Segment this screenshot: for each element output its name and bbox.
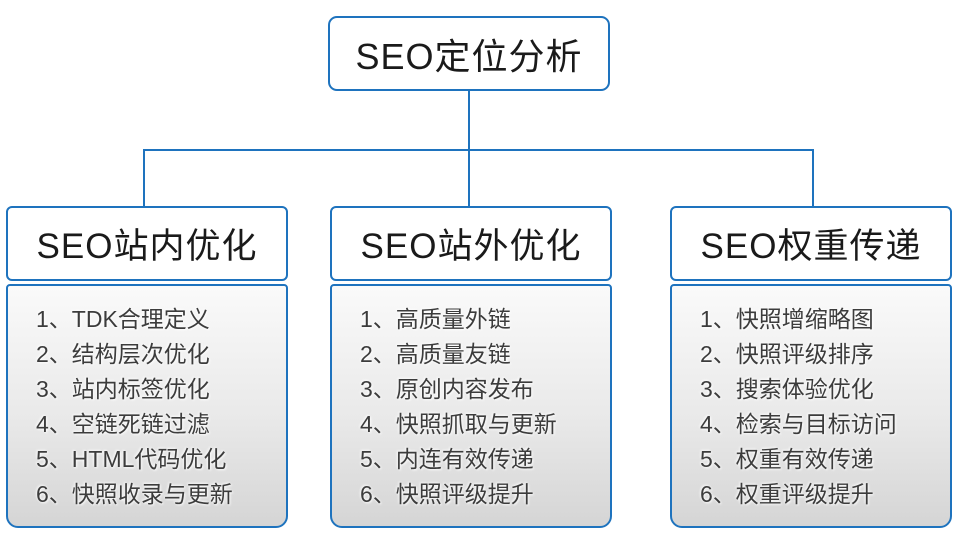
column-header-offsite: SEO站外优化: [330, 206, 612, 281]
column-weight-transfer: SEO权重传递 1、快照增缩略图 2、快照评级排序 3、搜索体验优化 4、检索与…: [670, 206, 952, 528]
column-list-offsite: 1、高质量外链 2、高质量友链 3、原创内容发布 4、快照抓取与更新 5、内连有…: [330, 284, 612, 528]
list-item: 5、权重有效传递: [700, 446, 874, 472]
connector-horizontal: [143, 149, 814, 151]
list-item: 1、高质量外链: [360, 306, 511, 332]
list-item: 2、高质量友链: [360, 341, 511, 367]
list-item: 5、HTML代码优化: [36, 446, 227, 472]
column-title: SEO权重传递: [700, 227, 922, 266]
list-item: 4、快照抓取与更新: [360, 411, 557, 437]
connector-middle-vertical: [468, 149, 470, 207]
list-item: 3、搜索体验优化: [700, 376, 874, 402]
column-list-onsite: 1、TDK合理定义 2、结构层次优化 3、站内标签优化 4、空链死链过滤 5、H…: [6, 284, 288, 528]
list-item: 5、内连有效传递: [360, 446, 534, 472]
root-node-label: SEO定位分析: [355, 35, 583, 77]
column-title: SEO站外优化: [360, 227, 582, 266]
list-item: 6、快照评级提升: [360, 481, 534, 507]
list-item: 1、TDK合理定义: [36, 306, 210, 332]
list-item: 4、空链死链过滤: [36, 411, 210, 437]
list-item: 4、检索与目标访问: [700, 411, 897, 437]
column-header-weight: SEO权重传递: [670, 206, 952, 281]
column-onsite-optimization: SEO站内优化 1、TDK合理定义 2、结构层次优化 3、站内标签优化 4、空链…: [6, 206, 288, 528]
list-item: 6、权重评级提升: [700, 481, 874, 507]
column-title: SEO站内优化: [36, 227, 258, 266]
column-header-onsite: SEO站内优化: [6, 206, 288, 281]
column-list-weight: 1、快照增缩略图 2、快照评级排序 3、搜索体验优化 4、检索与目标访问 5、权…: [670, 284, 952, 528]
connector-right-vertical: [812, 149, 814, 207]
list-item: 6、快照收录与更新: [36, 481, 233, 507]
list-item: 3、站内标签优化: [36, 376, 210, 402]
list-item: 2、快照评级排序: [700, 341, 874, 367]
list-item: 3、原创内容发布: [360, 376, 534, 402]
column-offsite-optimization: SEO站外优化 1、高质量外链 2、高质量友链 3、原创内容发布 4、快照抓取与…: [330, 206, 612, 528]
list-item: 2、结构层次优化: [36, 341, 210, 367]
connector-root-vertical: [468, 91, 470, 150]
connector-left-vertical: [143, 149, 145, 207]
root-node: SEO定位分析: [328, 16, 610, 91]
list-item: 1、快照增缩略图: [700, 306, 874, 332]
